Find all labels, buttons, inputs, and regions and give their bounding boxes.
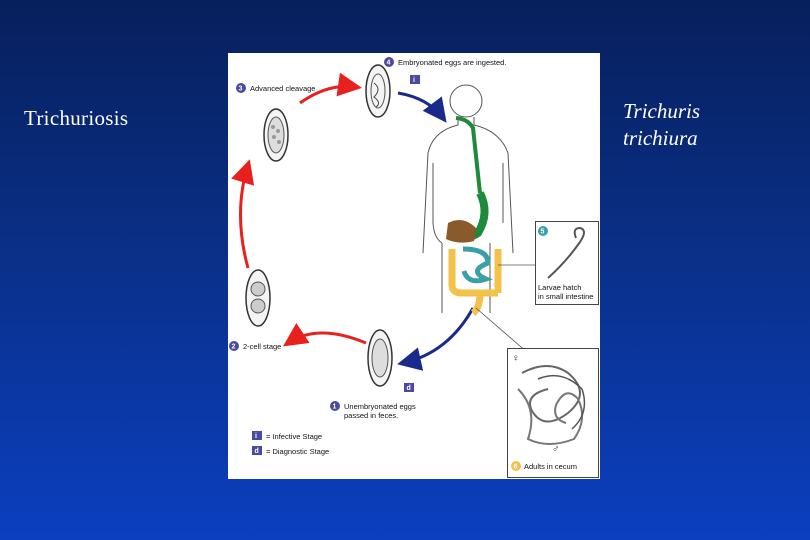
svg-text:2: 2 (232, 344, 236, 351)
marker-infective-top (410, 75, 420, 84)
svg-text:d: d (407, 385, 411, 392)
inset-adults: ♀ ♂ 6 Adults in cecum (507, 348, 599, 478)
svg-text:Advanced cleavage: Advanced cleavage (250, 84, 315, 93)
badge-stage-2 (229, 341, 239, 351)
title-right-line2: trichiura (623, 126, 698, 150)
egg-embryonated (365, 64, 391, 118)
esophagus (455, 116, 482, 194)
svg-text:♂: ♂ (552, 444, 560, 455)
badge-stage-1 (330, 401, 340, 411)
egg-2cell (245, 269, 271, 327)
svg-text:i: i (255, 433, 257, 440)
svg-text:6: 6 (514, 464, 518, 471)
liver (446, 219, 476, 243)
svg-text:d: d (255, 448, 259, 455)
legend-infective-swatch (252, 431, 262, 440)
svg-text:5: 5 (541, 229, 545, 236)
svg-text:Adults in cecum: Adults in cecum (524, 462, 577, 471)
svg-text:= Infective Stage: = Infective Stage (266, 432, 322, 441)
svg-text:i: i (413, 77, 415, 84)
arrow-advanced-to-embryonated (299, 72, 362, 105)
egg-advanced-cleavage (263, 108, 289, 162)
svg-text:passed in feces.: passed in feces. (344, 411, 398, 420)
marker-diagnostic (404, 383, 414, 392)
slide-title-right: Trichuris trichiura (623, 98, 773, 152)
large-intestine (448, 249, 502, 297)
arrow-passed-feces (397, 307, 475, 371)
badge-stage-3 (236, 83, 246, 93)
svg-text:Unembryonated eggs: Unembryonated eggs (344, 402, 416, 411)
human-figure (422, 84, 514, 313)
inset-larvae: 5 Larvae hatch in small intestine (535, 221, 599, 305)
svg-text:1: 1 (333, 404, 337, 411)
cecum (470, 292, 484, 316)
legend-diagnostic-swatch (252, 446, 262, 455)
adults-svg: ♀ ♂ 6 Adults in cecum (511, 353, 586, 471)
arrow-2cell-to-advanced (231, 159, 255, 269)
arrow-egg1-to-2cell (283, 323, 367, 347)
small-intestine (461, 246, 493, 284)
svg-text:3: 3 (239, 86, 243, 93)
arrow-ingestion (397, 91, 447, 123)
svg-text:♀: ♀ (512, 353, 520, 364)
title-right-line1: Trichuris (623, 99, 701, 123)
larvae-label-line2: in small intestine (538, 292, 594, 301)
larvae-label-line1: Larvae hatch (538, 283, 582, 292)
lifecycle-svg: 4 Embryonated eggs are ingested. 3 Advan… (229, 57, 536, 456)
egg-unembryonated (367, 329, 393, 387)
badge-stage-4 (384, 57, 394, 67)
svg-text:4: 4 (387, 60, 391, 67)
svg-text:Embryonated eggs are ingested.: Embryonated eggs are ingested. (398, 58, 506, 67)
slide-title-left: Trichuriosis (24, 106, 129, 130)
svg-text:= Diagnostic Stage: = Diagnostic Stage (266, 447, 329, 456)
svg-text:2-cell stage: 2-cell stage (243, 342, 281, 351)
larva-svg: 5 (538, 226, 585, 279)
lifecycle-diagram: 4 Embryonated eggs are ingested. 3 Advan… (228, 53, 600, 479)
